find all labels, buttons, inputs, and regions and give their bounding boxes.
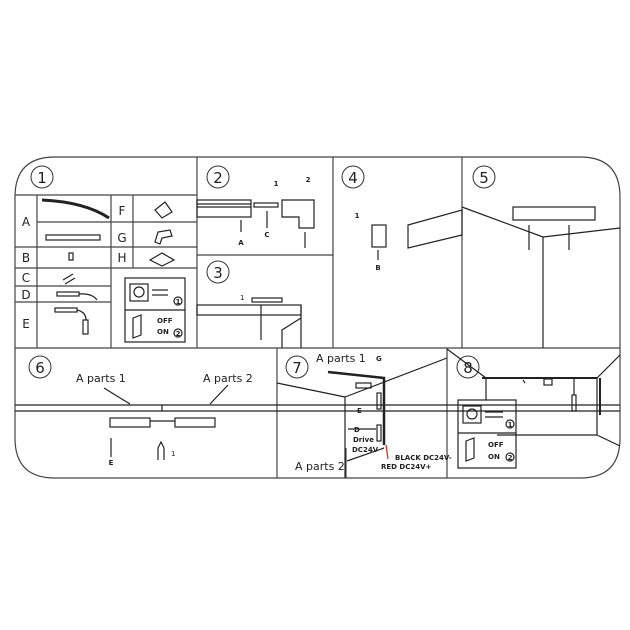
step-number: 5 — [479, 169, 489, 187]
svg-text:DC24V: DC24V — [352, 446, 379, 454]
svg-text:2: 2 — [508, 454, 513, 462]
curved-track-icon — [41, 198, 110, 220]
step-number: 3 — [213, 264, 223, 282]
driver-e-icon — [355, 382, 372, 389]
pendant-icon — [571, 394, 577, 412]
red-wire-label: RED DC24V+ — [381, 463, 432, 471]
switch-icon — [132, 314, 142, 339]
socket-icon — [462, 405, 482, 424]
step-number: 4 — [348, 169, 358, 187]
a-parts-1-label: A parts 1 — [76, 372, 126, 385]
part-label: D — [21, 288, 30, 302]
part-label: E — [22, 317, 30, 331]
straight-track-icon — [45, 234, 101, 241]
on-label: ON — [488, 453, 500, 461]
svg-text:2: 2 — [306, 176, 311, 184]
svg-text:1: 1 — [274, 180, 279, 188]
driver-e-icon — [54, 307, 78, 313]
power-instructions-box — [124, 277, 186, 343]
svg-text:G: G — [376, 355, 382, 363]
step-number: 7 — [292, 359, 302, 377]
step-number: 8 — [463, 359, 473, 377]
part-label: A — [22, 215, 31, 229]
outer-frame — [14, 156, 621, 479]
a-parts-2-label: A parts 2 — [295, 460, 345, 473]
track-profile-icon — [407, 209, 463, 249]
part-label: G — [117, 231, 126, 245]
connector-c-icon — [253, 202, 279, 208]
connector-icon — [62, 273, 74, 281]
svg-text:Drive: Drive — [353, 436, 374, 444]
step-3-circle — [206, 260, 230, 284]
switch-icon — [465, 437, 475, 462]
end-cap-b-icon — [371, 224, 387, 248]
svg-text:1: 1 — [171, 450, 175, 458]
part-label: C — [22, 271, 30, 285]
step-6-circle — [28, 355, 52, 379]
step-number: 2 — [213, 169, 223, 187]
step-2-circle — [206, 165, 230, 189]
connector-h-icon — [148, 252, 176, 267]
svg-text:1: 1 — [508, 421, 513, 429]
part-label: B — [22, 251, 30, 265]
connector-f-icon — [154, 201, 173, 219]
svg-text:D: D — [354, 426, 360, 434]
a-parts-2-label: A parts 2 — [203, 372, 253, 385]
step-8-circle — [456, 355, 480, 379]
track-a-icon — [196, 199, 252, 218]
step-7-circle — [285, 355, 309, 379]
mounted-track-icon — [512, 206, 596, 221]
part-label: H — [117, 251, 126, 265]
driver-right-icon — [174, 417, 216, 428]
step-number: 1 — [37, 169, 47, 187]
corner-icon — [281, 199, 315, 229]
driver-left-icon — [109, 417, 151, 428]
on-label: ON — [157, 328, 169, 336]
off-label: OFF — [488, 441, 504, 449]
part-label: F — [119, 204, 126, 218]
step-5-circle — [472, 165, 496, 189]
joined-track-icon — [196, 304, 302, 316]
socket-icon — [129, 283, 149, 302]
svg-text:B: B — [375, 264, 380, 272]
svg-text:E: E — [109, 459, 114, 467]
corner-track-icon — [327, 370, 386, 445]
svg-text:E: E — [357, 407, 362, 415]
connector-g-icon — [154, 229, 173, 245]
end-cap-icon — [68, 252, 74, 261]
step-1-circle — [30, 165, 54, 189]
step-number: 6 — [35, 359, 45, 377]
driver-d-icon — [376, 424, 382, 442]
spotlight-icon — [543, 378, 553, 386]
connector-icon — [251, 297, 283, 303]
step-4-circle — [341, 165, 365, 189]
red-wire — [385, 444, 389, 460]
svg-text:1: 1 — [355, 212, 360, 220]
svg-text:2: 2 — [176, 330, 181, 338]
svg-text:1: 1 — [240, 294, 244, 302]
svg-text:A: A — [238, 239, 244, 247]
off-label: OFF — [157, 317, 173, 325]
svg-text:1: 1 — [176, 298, 181, 306]
driver-d-icon — [56, 291, 80, 297]
a-parts-1-label: A parts 1 — [316, 352, 366, 365]
svg-text:C: C — [264, 231, 269, 239]
black-wire-label: BLACK DC24V- — [395, 454, 452, 462]
